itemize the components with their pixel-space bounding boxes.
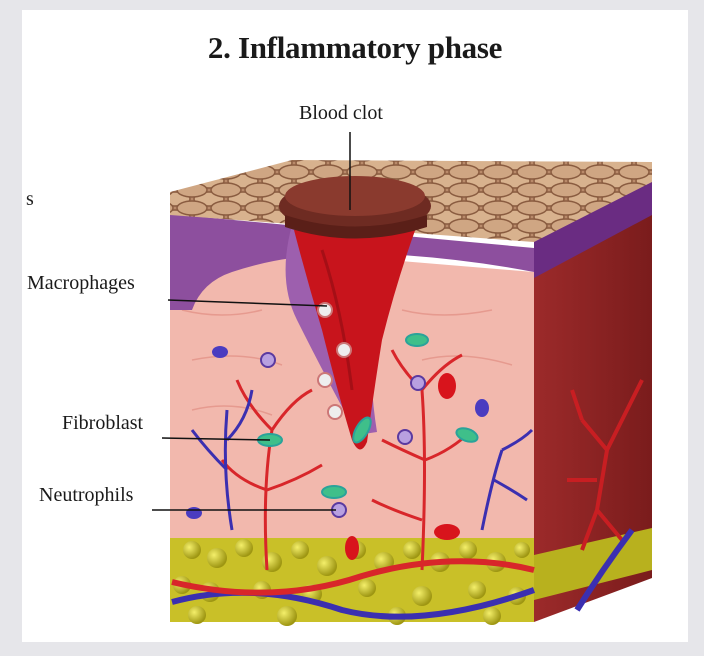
label-blood-clot: Blood clot bbox=[299, 102, 383, 124]
blood-vessels bbox=[171, 349, 536, 620]
label-macrophages: Macrophages bbox=[27, 272, 135, 294]
slide-title: 2. Inflammatory phase bbox=[207, 30, 503, 65]
macrophage-cells bbox=[317, 302, 352, 420]
skin-wound-diagram bbox=[152, 132, 652, 626]
fibroblast-cells bbox=[257, 333, 479, 499]
label-fibroblast: Fibroblast bbox=[62, 412, 144, 434]
cropped-text-fragment: s bbox=[26, 188, 34, 210]
slide: 2. Inflammatory phase s Blood clot Macro… bbox=[22, 10, 688, 642]
loose-cells bbox=[186, 346, 489, 560]
label-neutrophils: Neutrophils bbox=[39, 484, 134, 506]
block-side-face bbox=[534, 180, 652, 622]
blood-clot bbox=[279, 176, 431, 450]
label-leaders bbox=[152, 132, 351, 511]
